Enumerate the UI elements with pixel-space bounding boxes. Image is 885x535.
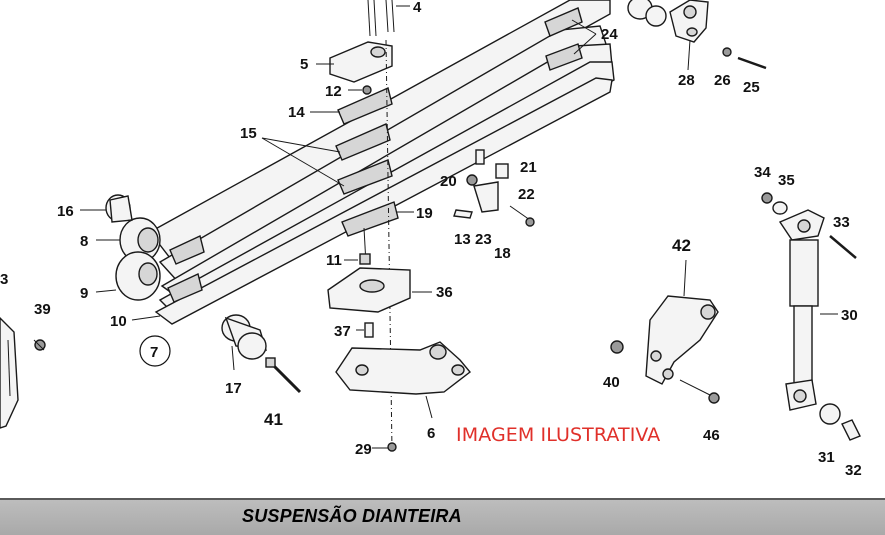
shackle-bracket-parts [453, 149, 535, 227]
callout-29: 29 [355, 441, 372, 458]
bolt-41 [265, 357, 302, 394]
callout-17: 17 [225, 380, 242, 397]
callout-40: 40 [603, 374, 620, 391]
callout-39: 39 [34, 301, 51, 318]
bolt-39 [33, 339, 46, 351]
callout-30: 30 [841, 307, 858, 324]
callout-6: 6 [427, 425, 435, 442]
pin-37 [364, 322, 374, 338]
shock-absorber-30 [778, 209, 825, 411]
callout-23: 23 [475, 231, 492, 248]
callout-11: 11 [326, 252, 342, 269]
callout-9: 9 [80, 285, 88, 302]
bolt-11 [359, 227, 371, 265]
callout-15: 15 [240, 125, 257, 142]
callout-25: 25 [743, 79, 760, 96]
bolt-33 [829, 235, 857, 259]
callout-22: 22 [518, 186, 535, 203]
spacer-block-36 [327, 267, 411, 313]
callout-46: 46 [703, 427, 720, 444]
callout-20: 20 [440, 173, 457, 190]
u-bolts [367, 0, 395, 37]
bracket-42 [645, 295, 719, 385]
callout-18: 18 [494, 245, 511, 262]
callout-34: 34 [754, 164, 771, 181]
bushing-16 [105, 194, 133, 223]
bolt-32 [841, 419, 861, 441]
shackle-28 [627, 0, 709, 43]
left-bracket-partial [0, 317, 19, 429]
bolt-46 [679, 379, 720, 404]
callout-33: 33 [833, 214, 850, 231]
washer-35 [772, 201, 788, 215]
callout-19: 19 [416, 205, 433, 222]
callout-36: 36 [436, 284, 453, 301]
callout-4: 4 [413, 0, 422, 16]
callout-28: 28 [678, 72, 695, 89]
callout-7-circle [139, 335, 171, 367]
callout-12: 12 [325, 83, 342, 100]
callout-26: 26 [714, 72, 731, 89]
callout-41: 41 [264, 410, 283, 429]
illustrative-image-watermark: IMAGEM ILUSTRATIVA [456, 424, 661, 446]
center-axis-line [385, 39, 393, 451]
leader-lines [80, 5, 838, 449]
callout-7: 7 [150, 344, 158, 361]
leaf-spring [115, 0, 615, 325]
clamp-plate-5 [329, 41, 393, 83]
callout-24: 24 [601, 26, 618, 43]
bushing-31 [819, 403, 841, 425]
callout-42: 42 [672, 236, 691, 255]
callout-32: 32 [845, 462, 862, 479]
callout-35: 35 [778, 172, 795, 189]
nut-34 [761, 192, 773, 204]
nut-26 [722, 47, 732, 57]
callout-10: 10 [110, 313, 127, 330]
bushing-17 [221, 314, 267, 360]
callout-37: 37 [334, 323, 351, 340]
callout-14: 14 [288, 104, 305, 121]
exploded-parts-diagram: 4 24 5 12 28 26 25 14 15 21 20 22 34 35 … [0, 0, 862, 479]
nut-29 [387, 442, 397, 452]
callout-5: 5 [300, 56, 308, 73]
callout-21: 21 [520, 159, 537, 176]
callout-31: 31 [818, 449, 835, 466]
callout-3: 3 [0, 271, 8, 288]
bolt-25 [737, 56, 767, 70]
callout-labels: 4 24 5 12 28 26 25 14 15 21 20 22 34 35 … [0, 0, 862, 479]
nut-12 [362, 85, 372, 95]
section-header-band [0, 498, 885, 535]
callout-13: 13 [454, 231, 471, 248]
nut-40 [610, 340, 624, 354]
section-title: SUSPENSÃO DIANTEIRA [242, 506, 462, 526]
callout-8: 8 [80, 233, 88, 250]
callout-16: 16 [57, 203, 74, 220]
axle-seat-6 [335, 341, 472, 395]
